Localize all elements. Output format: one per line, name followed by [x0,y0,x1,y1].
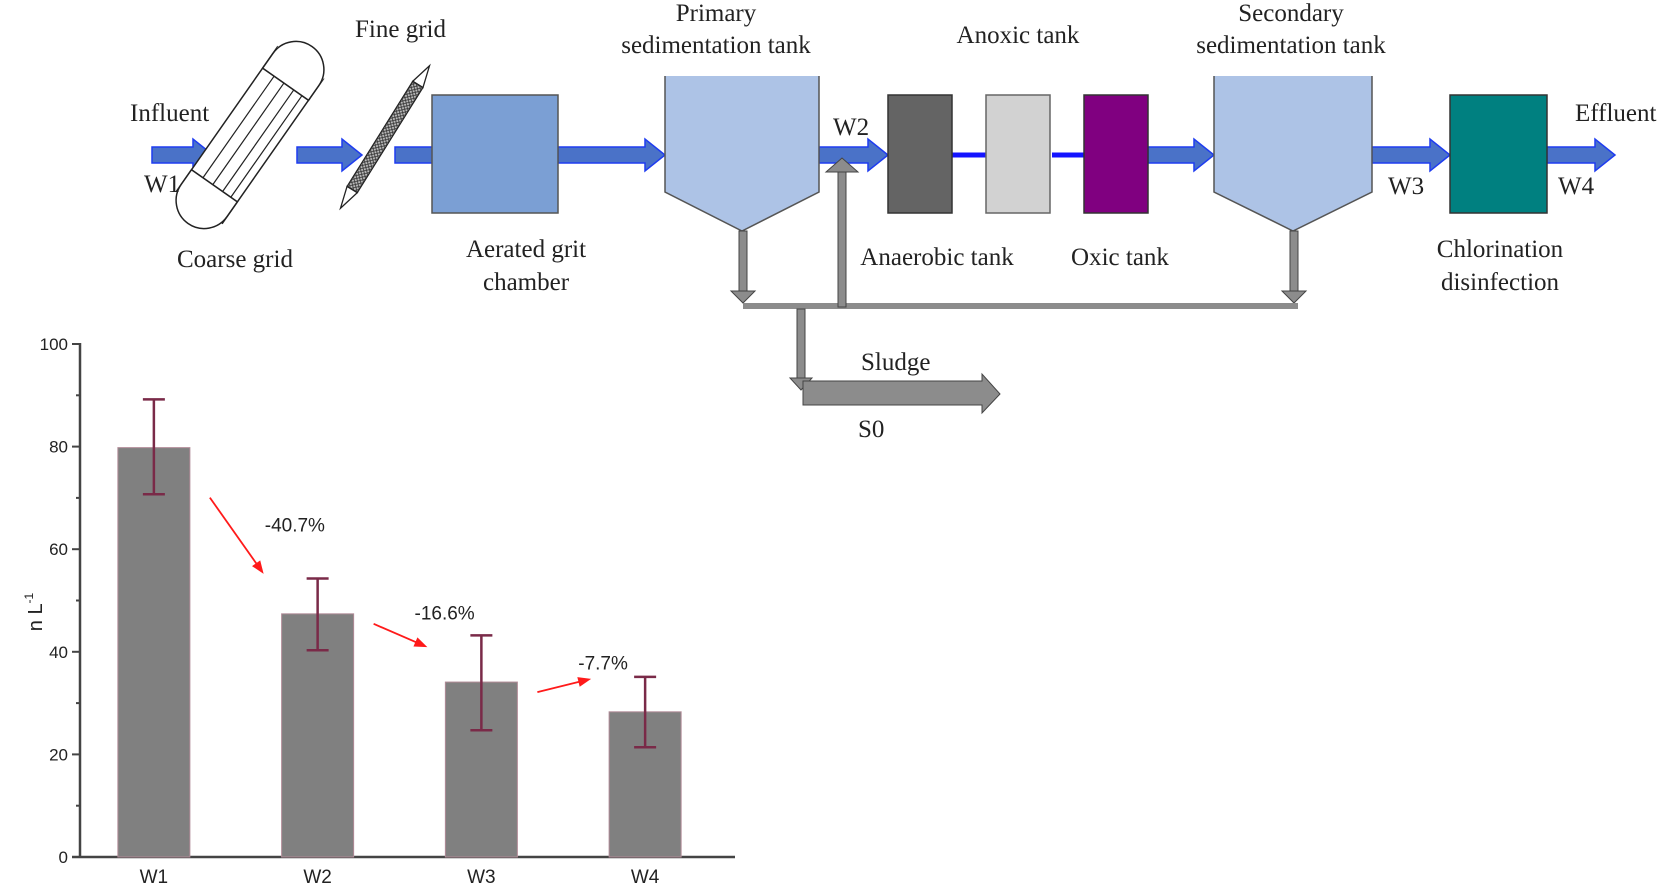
label-coarse-grid: Coarse grid [177,246,293,273]
change-arrowhead [252,560,264,574]
label-chlorination: Chlorination [1437,236,1564,263]
change-label: -16.6% [415,603,475,624]
aerated-grit-chamber [431,94,559,214]
x-tick-label: W1 [140,867,169,886]
flow-arrow [818,137,890,173]
label-w2: W2 [833,114,869,141]
change-arrow [537,679,584,693]
label-oxic: Oxic tank [1071,244,1169,271]
flow-arrow [557,137,667,173]
flow-arrow [1546,137,1617,173]
fine-grid-icon [339,63,431,211]
flow-arrow [1147,137,1216,173]
label-primary: Primary [676,0,757,27]
y-tick-label: 0 [59,848,68,867]
label-w4: W4 [1558,173,1595,200]
label-disinfection: disinfection [1441,269,1560,296]
flow-arrow [296,137,364,173]
y-axis-label: n L-1 [22,592,47,631]
label-fine-grid: Fine grid [355,16,446,43]
change-arrowhead [413,637,428,648]
change-arrowhead [577,677,592,687]
x-tick-label: W4 [631,867,660,886]
x-tick-label: W2 [303,867,332,886]
anaerobic-tank [887,94,953,214]
y-tick-label: 60 [49,540,68,559]
bar-w2 [281,613,355,858]
y-tick-label: 80 [49,438,68,457]
label-w1: W1 [144,171,180,198]
primary-sedimentation-tank [664,76,820,232]
sludge-pipes [729,157,1308,415]
label-influent: Influent [130,100,209,127]
secondary-sedimentation-tank [1213,76,1373,232]
label-secondary-sed: sedimentation tank [1196,32,1386,59]
label-secondary: Secondary [1238,0,1344,27]
y-tick-label: 40 [49,643,68,662]
bar-w1 [117,447,191,858]
label-sludge: Sludge [861,349,930,376]
label-s0: S0 [858,416,884,443]
label-aerated-grit: Aerated grit [466,236,586,263]
flow-arrows [151,137,1617,173]
anoxic-tank [985,94,1051,214]
label-primary-sed: sedimentation tank [621,32,811,59]
change-arrow [209,497,260,568]
coarse-grid-icon [175,34,329,230]
oxic-tank [1083,94,1149,214]
label-anaerobic: Anaerobic tank [860,244,1014,271]
label-effluent: Effluent [1575,100,1657,127]
change-arrow [373,623,421,645]
x-tick-label: W3 [467,867,496,886]
chlorination-tank [1449,94,1548,214]
label-w3: W3 [1388,173,1424,200]
change-label: -40.7% [265,516,325,537]
y-tick-label: 100 [40,335,68,354]
y-tick-label: 20 [49,745,68,764]
label-aerated-chamber: chamber [483,269,570,296]
change-label: -7.7% [578,653,628,674]
flow-arrow [1371,137,1452,173]
label-anoxic: Anoxic tank [957,22,1080,49]
